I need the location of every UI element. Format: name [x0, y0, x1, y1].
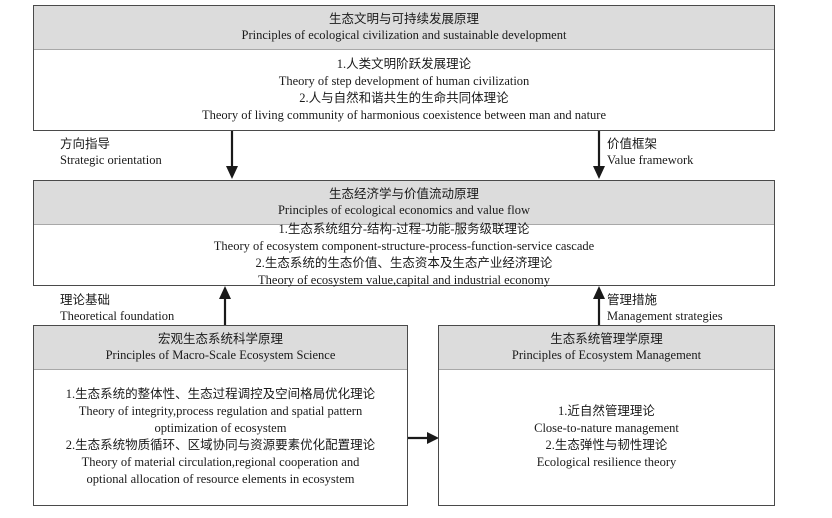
box-economics-line-2-cn: 2.生态系统的生态价值、生态资本及生态产业经济理论 [255, 256, 553, 270]
arrow-top-to-economics-left [224, 131, 240, 180]
box-macro-line-1-en-b: optimization of ecosystem [154, 420, 287, 435]
box-top-header-en: Principles of ecological civilization an… [241, 28, 567, 42]
box-economics-line-1-en: Theory of ecosystem component-structure-… [213, 239, 595, 253]
box-management-line-1-cn: 1.近自然管理理论 [558, 403, 655, 418]
box-top-line-1-cn: 1.人类文明阶跃发展理论 [336, 57, 472, 71]
box-principles-of-macro-scale-ecosystem-science: 宏观生态系统科学原理 Principles of Macro-Scale Eco… [33, 325, 408, 506]
arrow-label-value-framework: 价值框架 Value framework [607, 136, 777, 168]
box-economics-header-en: Principles of ecological economics and v… [277, 203, 530, 217]
box-management-line-2-en: Ecological resilience theory [536, 454, 677, 469]
box-principles-of-ecological-civilization: 生态文明与可持续发展原理 Principles of ecological ci… [33, 5, 775, 131]
box-management-header: 生态系统管理学原理 Principles of Ecosystem Manage… [439, 326, 774, 370]
arrow-top-to-economics-right [591, 131, 607, 180]
box-macro-line-2-en-a: Theory of material circulation,regional … [81, 454, 360, 469]
arrow-label-theoretical-foundation-cn: 理论基础 [60, 293, 111, 307]
box-economics-header-cn: 生态经济学与价值流动原理 [328, 187, 479, 201]
box-macro-header-en: Principles of Macro-Scale Ecosystem Scie… [105, 348, 336, 362]
arrow-label-theoretical-foundation-en: Theoretical foundation [60, 309, 175, 323]
box-macro-line-1-cn: 1.生态系统的整体性、生态过程调控及空间格局优化理论 [65, 386, 376, 401]
box-management-line-2-cn: 2.生态弹性与韧性理论 [545, 437, 668, 452]
box-top-line-2-cn: 2.人与自然和谐共生的生命共同体理论 [299, 91, 509, 105]
box-principles-of-ecosystem-management: 生态系统管理学原理 Principles of Ecosystem Manage… [438, 325, 775, 506]
arrow-label-theoretical-foundation: 理论基础 Theoretical foundation [60, 292, 220, 324]
box-top-header-cn: 生态文明与可持续发展原理 [328, 12, 479, 26]
arrow-label-management-strategies-en: Management strategies [607, 309, 723, 323]
box-top-body: 1.人类文明阶跃发展理论 Theory of step development … [34, 50, 774, 130]
box-economics-header: 生态经济学与价值流动原理 Principles of ecological ec… [34, 181, 774, 225]
box-top-line-1-en: Theory of step development of human civi… [278, 74, 530, 88]
box-principles-of-ecological-economics: 生态经济学与价值流动原理 Principles of ecological ec… [33, 180, 775, 287]
arrow-label-strategic-orientation: 方向指导 Strategic orientation [60, 136, 220, 168]
arrow-macro-to-economics [217, 286, 233, 326]
box-economics-body: 1.生态系统组分-结构-过程-功能-服务级联理论 Theory of ecosy… [34, 222, 774, 287]
box-macro-line-2-cn: 2.生态系统物质循环、区域协同与资源要素优化配置理论 [65, 437, 376, 452]
box-macro-line-2-en-b: optional allocation of resource elements… [86, 471, 355, 486]
arrow-label-strategic-orientation-cn: 方向指导 [60, 137, 111, 151]
box-management-body: 1.近自然管理理论 Close-to-nature management 2.生… [439, 370, 774, 503]
box-management-header-cn: 生态系统管理学原理 [550, 332, 663, 346]
box-macro-header-cn: 宏观生态系统科学原理 [157, 332, 283, 346]
arrow-label-management-strategies: 管理措施 Management strategies [607, 292, 777, 324]
arrow-label-management-strategies-cn: 管理措施 [607, 293, 658, 307]
box-macro-header: 宏观生态系统科学原理 Principles of Macro-Scale Eco… [34, 326, 407, 370]
box-economics-line-2-en: Theory of ecosystem value,capital and in… [258, 273, 550, 287]
box-macro-line-1-en-a: Theory of integrity,process regulation a… [78, 403, 363, 418]
arrow-label-value-framework-cn: 价值框架 [607, 137, 658, 151]
box-management-header-en: Principles of Ecosystem Management [511, 348, 702, 362]
box-top-header: 生态文明与可持续发展原理 Principles of ecological ci… [34, 6, 774, 50]
box-economics-line-1-cn: 1.生态系统组分-结构-过程-功能-服务级联理论 [278, 222, 530, 236]
box-management-line-1-en: Close-to-nature management [534, 420, 679, 435]
arrow-management-to-economics [591, 286, 607, 326]
arrow-label-value-framework-en: Value framework [607, 153, 694, 167]
box-top-line-2-en: Theory of living community of harmonious… [201, 108, 607, 122]
arrow-macro-to-management [408, 430, 440, 446]
arrow-label-strategic-orientation-en: Strategic orientation [60, 153, 162, 167]
box-macro-body: 1.生态系统的整体性、生态过程调控及空间格局优化理论 Theory of int… [34, 370, 407, 503]
